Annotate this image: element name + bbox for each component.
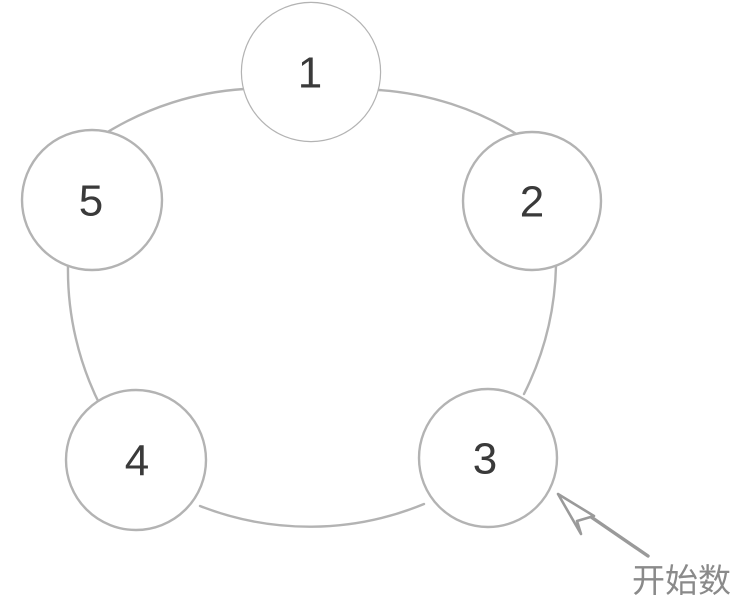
node-4-label: 4 — [125, 437, 149, 486]
node-3[interactable]: 3 — [417, 387, 559, 529]
ring-edges-group — [66, 87, 558, 528]
node-4-circle[interactable] — [64, 388, 208, 532]
node-3-label: 3 — [473, 435, 497, 484]
node-1-label: 1 — [298, 49, 322, 98]
node-2[interactable]: 2 — [461, 130, 603, 272]
start-count-arrow — [556, 492, 650, 558]
node-1[interactable]: 1 — [240, 1, 382, 143]
node-5-label: 5 — [79, 177, 103, 226]
node-2-circle[interactable] — [461, 130, 603, 272]
edge-node5-node1 — [104, 87, 246, 135]
edge-node4-node5 — [66, 263, 103, 409]
node-4[interactable]: 4 — [64, 388, 208, 532]
start-count-label: 开始数 — [632, 561, 731, 600]
edge-node3-node4 — [198, 502, 426, 528]
node-1-circle-geom — [242, 3, 380, 141]
node-5[interactable]: 5 — [20, 128, 164, 272]
node-5-circle[interactable] — [20, 128, 164, 272]
node-2-label: 2 — [520, 178, 544, 227]
edge-node2-node3 — [522, 264, 558, 396]
node-3-circle[interactable] — [417, 387, 559, 529]
arrow-head-hollow-triangle — [556, 492, 596, 536]
edge-node1-node2 — [377, 88, 520, 137]
